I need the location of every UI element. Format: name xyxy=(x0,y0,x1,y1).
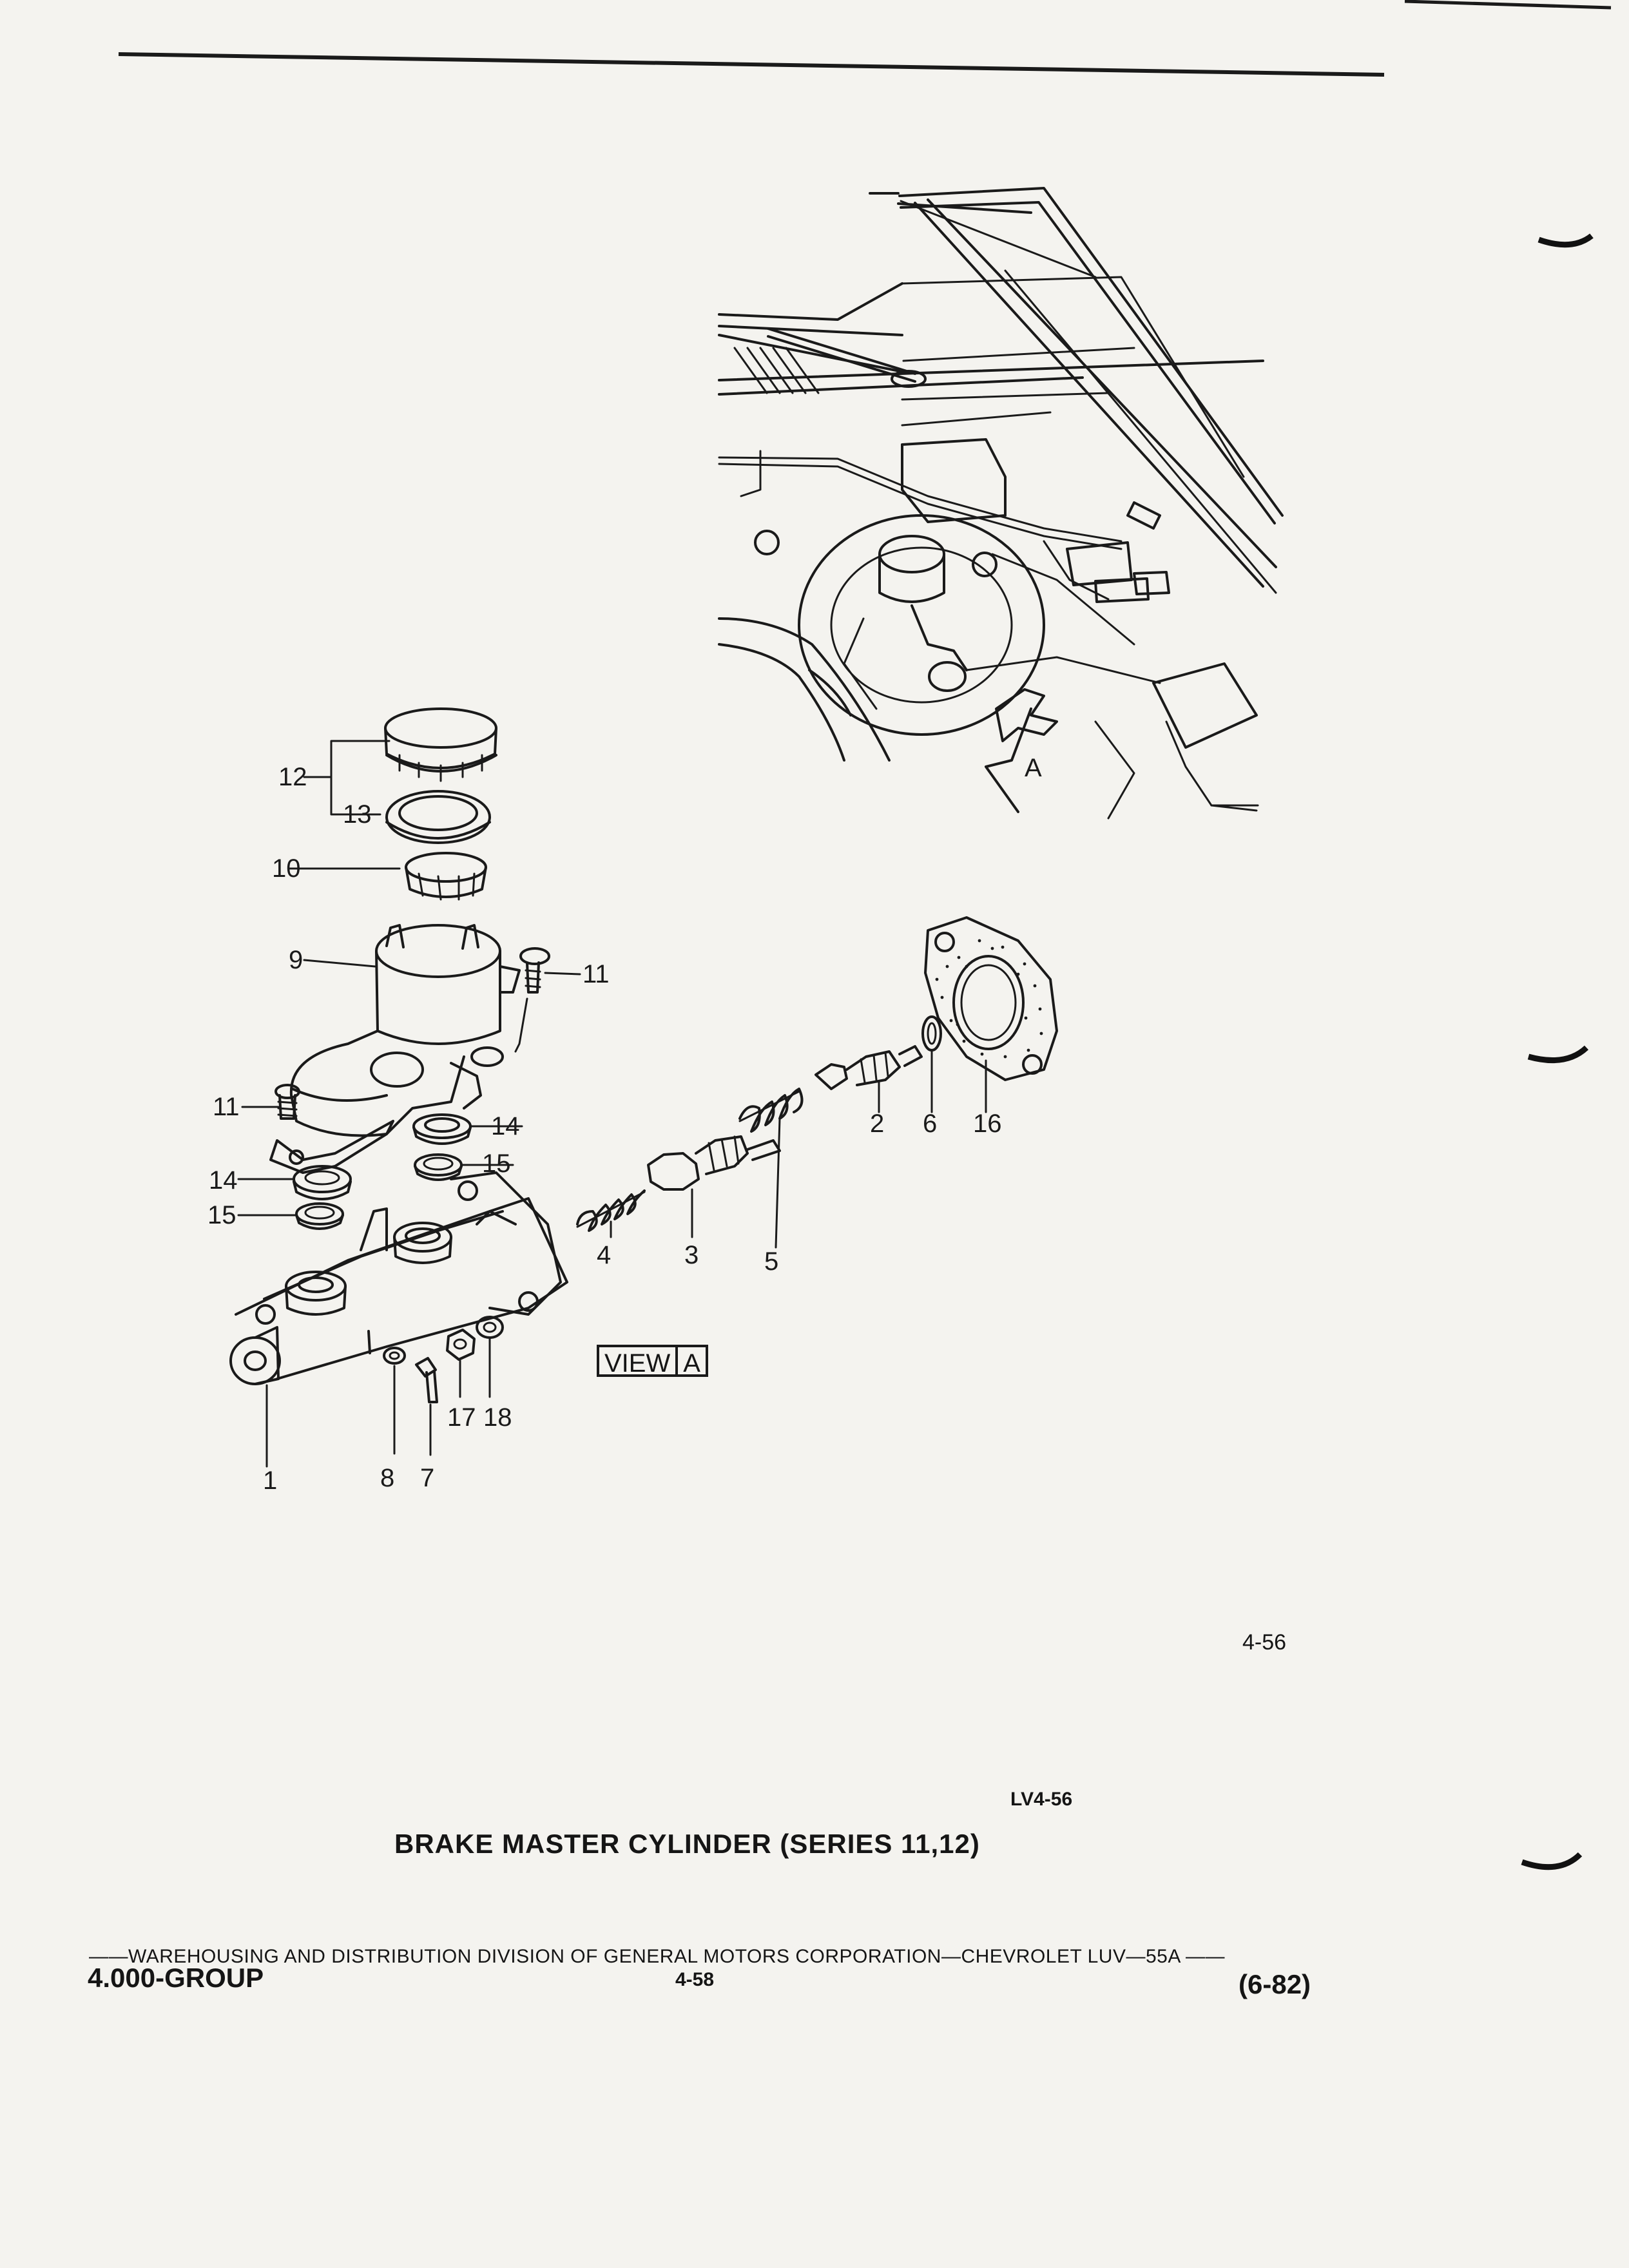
gasket xyxy=(924,916,1058,1081)
footer-date: (6-82) xyxy=(1239,1969,1311,1999)
footer-publisher-line: ——WAREHOUSING AND DISTRIBUTION DIVISION … xyxy=(89,1946,1226,1967)
leader-lines xyxy=(237,740,987,1468)
callout-11-left: 11 xyxy=(213,1093,240,1121)
secondary-piston xyxy=(815,1045,923,1090)
view-a-label: VIEW A xyxy=(597,1345,708,1378)
cap-seal xyxy=(385,790,491,844)
illustration-page-ref: 4-56 xyxy=(1242,1630,1287,1655)
footer-page-number: 4-58 xyxy=(675,1969,715,1990)
callout-15-right: 15 xyxy=(482,1149,511,1178)
callout-18: 18 xyxy=(483,1403,512,1432)
callout-12: 12 xyxy=(278,763,307,791)
callout-14-left: 14 xyxy=(209,1166,238,1195)
strainer xyxy=(405,852,487,901)
reservoir-cap xyxy=(384,707,497,782)
primary-piston xyxy=(647,1135,781,1191)
figure-id: LV4-56 xyxy=(1010,1789,1073,1810)
callout-15-left: 15 xyxy=(207,1201,236,1229)
figure-caption: BRAKE MASTER CYLINDER (SERIES 11,12) xyxy=(394,1829,980,1859)
spring-4 xyxy=(576,1189,646,1232)
header-rule xyxy=(118,0,1612,77)
callout-A: A xyxy=(1025,754,1042,782)
callout-11-right: 11 xyxy=(583,960,610,988)
callout-6: 6 xyxy=(923,1110,938,1138)
grommets-right xyxy=(412,1113,472,1181)
grommets-left xyxy=(293,1165,352,1230)
reservoir xyxy=(269,924,521,1174)
screw-left xyxy=(275,1084,300,1120)
footer-group: 4.000-GROUP xyxy=(88,1963,264,1993)
callout-4: 4 xyxy=(597,1241,612,1269)
spring-5 xyxy=(738,1088,804,1133)
callout-16: 16 xyxy=(973,1110,1002,1138)
callout-5: 5 xyxy=(764,1247,779,1276)
screw-right xyxy=(514,947,550,1053)
callout-3: 3 xyxy=(684,1241,699,1269)
small-fittings xyxy=(383,1316,504,1403)
snap-ring xyxy=(921,1015,942,1052)
callout-10: 10 xyxy=(272,854,301,883)
callout-1: 1 xyxy=(263,1466,278,1495)
callout-13: 13 xyxy=(343,800,372,829)
callout-2: 2 xyxy=(870,1110,885,1138)
binder-hole-marks xyxy=(1521,233,1594,1870)
cylinder-body xyxy=(229,1171,568,1385)
callout-17: 17 xyxy=(447,1403,476,1432)
callout-14-right: 14 xyxy=(491,1112,520,1140)
engine-bay-view xyxy=(718,187,1284,820)
callout-7: 7 xyxy=(420,1464,435,1492)
callout-8: 8 xyxy=(380,1464,395,1492)
view-label-letter: A xyxy=(678,1345,708,1378)
callout-9: 9 xyxy=(289,946,304,974)
view-label-word: VIEW xyxy=(597,1345,679,1378)
